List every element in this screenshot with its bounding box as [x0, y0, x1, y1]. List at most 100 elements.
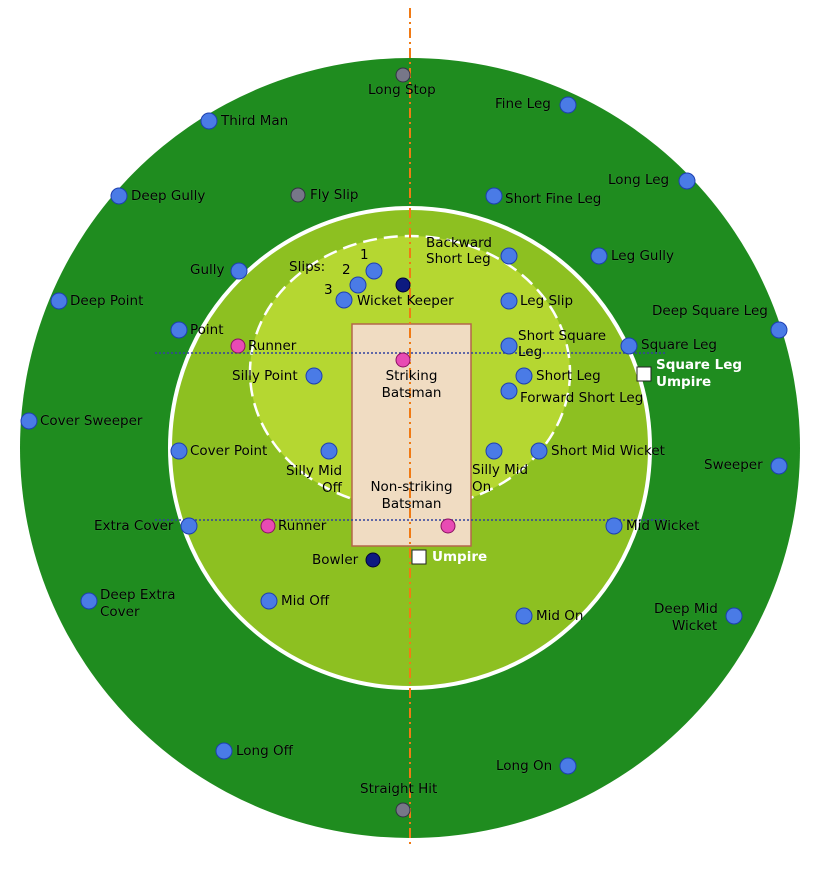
mid-on-marker: [515, 607, 533, 625]
deep-gully-marker: [110, 187, 128, 205]
cover-sweeper-label: Cover Sweeper: [40, 413, 143, 429]
extra-cover-label: Extra Cover: [94, 518, 174, 534]
fielders: [20, 96, 788, 775]
short-square-leg-label-1: Short Square: [518, 328, 607, 344]
long-leg-marker: [678, 172, 696, 190]
forward-short-leg-label: Forward Short Leg: [520, 390, 644, 406]
extra-cover-marker: [180, 517, 198, 535]
backward-short-leg-label-1: Backward: [426, 235, 492, 251]
sweeper-marker: [770, 457, 788, 475]
slip-2-label: 2: [342, 262, 351, 278]
silly-mid-off-label-2: Off: [322, 480, 342, 496]
non-striking-batsman-label-2: Batsman: [381, 496, 442, 512]
umpire-label: Umpire: [432, 549, 488, 565]
long-off-label: Long Off: [236, 743, 293, 759]
straight-hit-label: Straight Hit: [360, 781, 438, 797]
mid-off-label: Mid Off: [281, 593, 330, 609]
umpire-marker: [411, 549, 427, 565]
square-leg-umpire-marker: [636, 366, 652, 382]
straight-hit-marker: [395, 802, 411, 818]
deep-mid-wicket-marker: [725, 607, 743, 625]
cover-point-label: Cover Point: [190, 443, 268, 459]
non-striking-batsman-marker: [440, 518, 456, 534]
silly-mid-off-marker: [320, 442, 338, 460]
backward-short-leg-label-2: Short Leg: [426, 251, 491, 267]
leg-gully-marker: [590, 247, 608, 265]
runner-bottom-label: Runner: [278, 518, 327, 534]
wicket-keeper-label: Wicket Keeper: [357, 293, 454, 309]
long-on-label: Long On: [496, 758, 553, 774]
short-square-leg-marker: [500, 337, 518, 355]
point-label: Point: [190, 322, 224, 338]
long-stop-label: Long Stop: [368, 82, 436, 98]
deep-point-marker: [50, 292, 68, 310]
striking-batsman-label-2: Batsman: [381, 385, 442, 401]
silly-mid-on-marker: [485, 442, 503, 460]
silly-point-marker: [305, 367, 323, 385]
gully-marker: [230, 262, 248, 280]
deep-extra-cover-marker: [80, 592, 98, 610]
short-mid-wicket-marker: [530, 442, 548, 460]
sweeper-label: Sweeper: [704, 457, 763, 473]
long-off-marker: [215, 742, 233, 760]
silly-point-label: Silly Point: [232, 368, 298, 384]
deep-extra-cover-label-1: Deep Extra: [100, 587, 176, 603]
long-leg-label: Long Leg: [608, 172, 670, 188]
leg-slip-marker: [500, 292, 518, 310]
deep-mid-wicket-label-2: Wicket: [672, 618, 718, 634]
mid-wicket-marker: [605, 517, 623, 535]
slip-3-label: 3: [324, 282, 333, 298]
deep-square-leg-marker: [770, 321, 788, 339]
striking-batsman-marker: [395, 352, 411, 368]
pitch: [351, 323, 472, 547]
long-stop-marker: [395, 67, 411, 83]
fine-leg-label: Fine Leg: [495, 96, 551, 112]
square-leg-label: Square Leg: [641, 337, 717, 353]
square-leg-marker: [620, 337, 638, 355]
slip-2-marker: [349, 276, 367, 294]
gully-label: Gully: [190, 262, 225, 278]
striking-batsman-label-1: Striking: [385, 368, 438, 384]
bowler-label: Bowler: [312, 552, 359, 568]
square-leg-umpire-label-2: Umpire: [656, 374, 712, 390]
deep-mid-wicket-label-1: Deep Mid: [654, 601, 718, 617]
silly-mid-off-label-1: Silly Mid: [286, 463, 343, 479]
silly-mid-on-label-2: On: [472, 479, 492, 495]
slip-3-marker: [335, 291, 353, 309]
backward-short-leg-marker: [500, 247, 518, 265]
deep-square-leg-label: Deep Square Leg: [652, 303, 768, 319]
wicket-keeper-marker: [395, 277, 411, 293]
cover-sweeper-marker: [20, 412, 38, 430]
fly-slip-marker: [290, 187, 306, 203]
fly-slip-label: Fly Slip: [310, 187, 359, 203]
deep-gully-label: Deep Gully: [131, 188, 206, 204]
short-square-leg-label-2: Leg: [518, 344, 543, 360]
deep-extra-cover-label-2: Cover: [100, 604, 140, 620]
runner-bottom-marker: [260, 518, 276, 534]
runner-top-label: Runner: [248, 338, 297, 354]
short-leg-marker: [515, 367, 533, 385]
mid-off-marker: [260, 592, 278, 610]
runner-top-marker: [230, 338, 246, 354]
slip-1-marker: [365, 262, 383, 280]
short-fine-leg-marker: [485, 187, 503, 205]
leg-gully-label: Leg Gully: [611, 248, 674, 264]
short-mid-wicket-label: Short Mid Wicket: [551, 443, 665, 459]
square-leg-umpire-label-1: Square Leg: [656, 357, 743, 373]
leg-slip-label: Leg Slip: [520, 293, 574, 309]
deep-point-label: Deep Point: [70, 293, 144, 309]
fine-leg-marker: [559, 96, 577, 114]
third-man-label: Third Man: [221, 113, 289, 129]
long-on-marker: [559, 757, 577, 775]
silly-mid-on-label-1: Silly Mid: [472, 462, 529, 478]
mid-wicket-label: Mid Wicket: [626, 518, 700, 534]
bowler-marker: [365, 552, 381, 568]
cover-point-marker: [170, 442, 188, 460]
point-marker: [170, 321, 188, 339]
forward-short-leg-marker: [500, 382, 518, 400]
short-leg-label: Short Leg: [536, 368, 601, 384]
third-man-marker: [200, 112, 218, 130]
short-fine-leg-label: Short Fine Leg: [505, 191, 602, 207]
mid-on-label: Mid On: [536, 608, 584, 624]
